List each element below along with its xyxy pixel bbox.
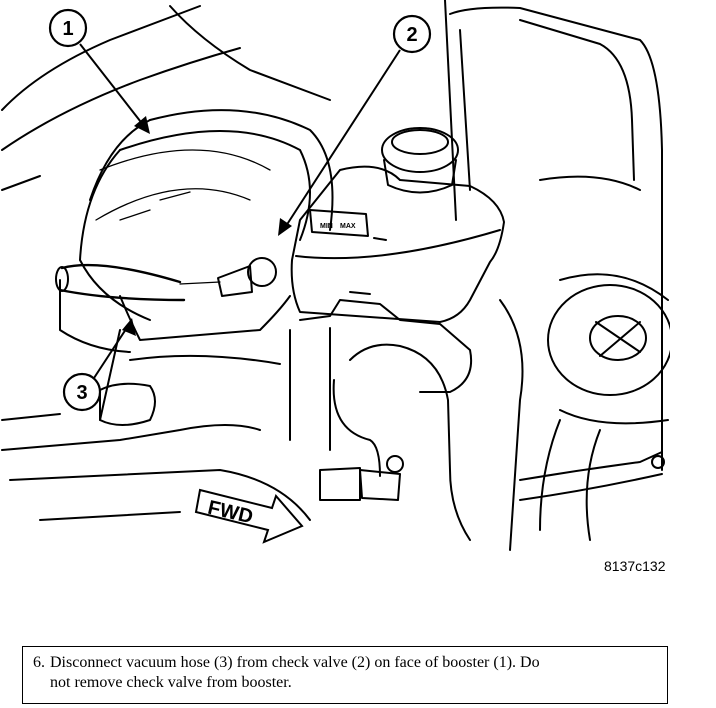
shock-tower [547,273,670,425]
check-valve [179,257,277,297]
svg-text:1: 1 [62,18,73,40]
caption-line-1: Disconnect vacuum hose (3) from check va… [50,654,540,671]
callout-2: 2 [392,14,432,54]
firewall-right [449,6,663,471]
left-fender-edge [1,5,201,111]
engine-bay-illustration: FWD 1 2 3 MIN MAX [1,0,670,551]
svg-text:2: 2 [406,24,417,46]
fwd-arrow: FWD [194,488,304,544]
master-cylinder [289,299,472,541]
hood-hinge-line [1,47,241,151]
brake-fluid-reservoir [290,127,505,323]
figure-code: 8137c132 [604,558,666,574]
vacuum-hose [55,263,291,341]
callout-1: 1 [48,8,88,48]
step-number: 6. [33,654,45,671]
svg-text:3: 3 [76,382,87,404]
instruction-caption: 6. Disconnect vacuum hose (3) from check … [22,646,668,704]
caption-line-2: not remove check valve from booster. [50,674,292,691]
callout-3: 3 [62,372,102,412]
reservoir-marking-max: MAX [340,223,356,230]
brake-booster [59,109,334,353]
reservoir-marking-min: MIN [320,223,333,230]
